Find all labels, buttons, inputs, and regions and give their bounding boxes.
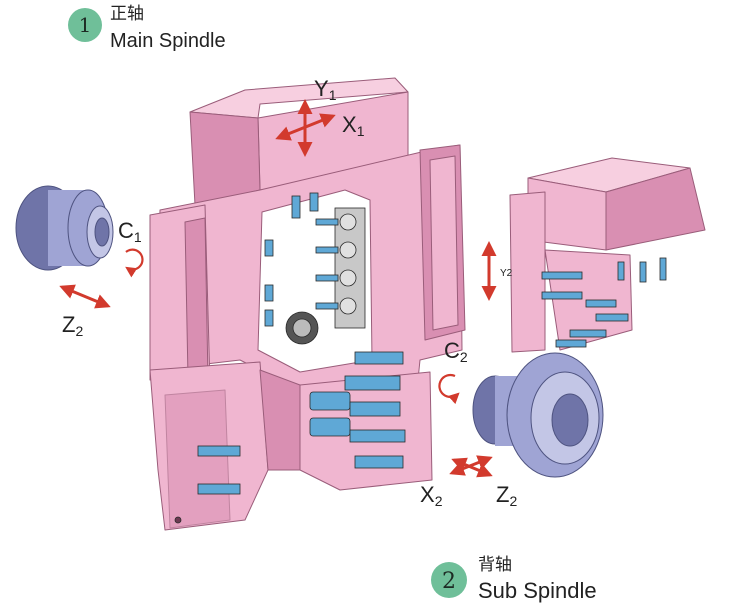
- tool-collet: [339, 241, 357, 259]
- c2-label: C2: [444, 338, 468, 365]
- main-spindle: [15, 185, 114, 271]
- main-spindle-label-cn: 正轴: [110, 4, 144, 24]
- back-tool: [595, 313, 629, 322]
- callout-number-2: 2: [442, 569, 456, 594]
- tool-collet: [339, 213, 357, 231]
- gang-tool: [197, 445, 241, 457]
- tool-bit: [315, 274, 339, 282]
- gang-tool: [354, 351, 404, 365]
- axis-arrows: [59, 99, 497, 478]
- mount-hole: [174, 516, 182, 524]
- callout-badge-1: [68, 8, 102, 42]
- main-spindle-callout: 1 正轴 Main Spindle: [68, 4, 226, 52]
- frame-lower-mid: [259, 369, 301, 471]
- tool-collet: [339, 297, 357, 315]
- tool-bit: [264, 284, 274, 302]
- tool-bit: [264, 239, 274, 257]
- sub-spindle-collet: [551, 393, 589, 447]
- tool-collet: [339, 269, 357, 287]
- callout-number-1: 1: [79, 13, 92, 37]
- tool-bit: [309, 192, 319, 212]
- back-tool: [639, 261, 647, 283]
- callout-badge-2: [431, 562, 467, 598]
- main-spindle-label-en: Main Spindle: [110, 30, 226, 52]
- z2-sub-label: Z2: [496, 482, 517, 509]
- gang-tool: [349, 401, 401, 417]
- x1-arrow: [275, 113, 336, 141]
- gang-tool: [344, 375, 401, 391]
- sub-spindle-label-cn: 背轴: [478, 555, 512, 575]
- z2-sub-arrow: [451, 457, 493, 478]
- tool-bit: [315, 218, 339, 226]
- c2-rotation-arrow: [438, 373, 460, 405]
- frame-left-slab-side: [184, 217, 209, 381]
- back-tool: [659, 257, 667, 281]
- back-post-plate: [509, 191, 546, 353]
- back-tool: [569, 329, 607, 338]
- back-post-tools: [541, 257, 667, 348]
- sub-spindle-label-en: Sub Spindle: [478, 578, 597, 603]
- back-tool: [585, 299, 617, 308]
- c1-rotation-arrow: [125, 248, 144, 278]
- main-spindle-collet: [94, 217, 110, 247]
- gang-tools: [174, 351, 406, 524]
- tool-bit: [315, 246, 339, 254]
- axis-labels: Y1 X1 C1 Z2 Y2 C2 X2 Z2: [62, 76, 517, 509]
- turret-tools: [264, 192, 366, 345]
- head-block-side: [189, 111, 261, 206]
- back-tool: [617, 261, 625, 281]
- y2-label: Y2: [500, 268, 513, 279]
- back-tool: [541, 291, 583, 300]
- back-post-side: [605, 167, 706, 251]
- gang-tool: [354, 455, 404, 469]
- y1-label: Y1: [314, 76, 337, 103]
- back-tool-post: [509, 157, 706, 353]
- gang-tool: [349, 429, 406, 443]
- x1-label: X1: [342, 112, 365, 139]
- c1-label: C1: [118, 218, 142, 245]
- gang-tool: [309, 417, 351, 437]
- back-tool: [541, 271, 583, 280]
- tool-bit: [264, 309, 274, 327]
- back-tool: [555, 339, 587, 348]
- tool-bit: [315, 302, 339, 310]
- tool-bit: [291, 195, 301, 219]
- turret-frame: [149, 77, 466, 531]
- sub-spindle-callout: 2 背轴 Sub Spindle: [431, 555, 597, 603]
- z2-main-label: Z2: [62, 312, 83, 339]
- z2-main-arrow: [59, 284, 111, 309]
- x2-label: X2: [420, 482, 443, 509]
- frame-lower-leg-dark: [164, 389, 231, 529]
- frame-right-column-face: [429, 155, 459, 331]
- gang-tool: [309, 391, 351, 411]
- sub-spindle: [472, 352, 604, 478]
- gang-tool: [197, 483, 241, 495]
- drill-chuck-inner: [292, 318, 312, 338]
